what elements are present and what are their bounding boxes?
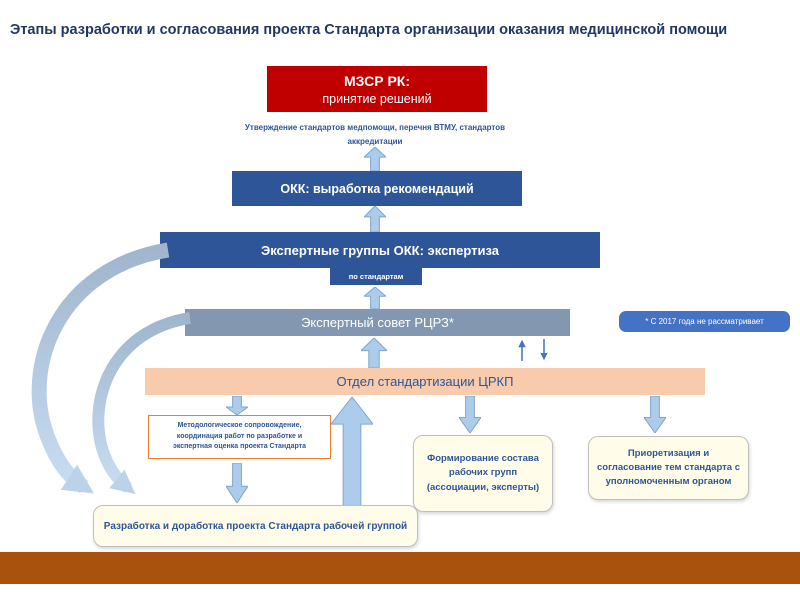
mzsr-title: МЗСР РК: xyxy=(344,72,410,89)
down-arrow-to-prioritization xyxy=(644,396,666,433)
up-arrow-groups-to-okk xyxy=(364,206,386,232)
footer-bar xyxy=(0,552,800,584)
okk-box: ОКК: выработка рекомендаций xyxy=(232,171,522,206)
mzsr-subtitle: принятие решений xyxy=(322,91,432,106)
development-box: Разработка и доработка проекта Стандарта… xyxy=(93,505,418,547)
page-title: Этапы разработки и согласования проекта … xyxy=(10,22,728,38)
method-support-box: Методологическое сопровождение, координа… xyxy=(148,415,331,459)
approval-note: Утверждение стандартов медпомощи, перечн… xyxy=(244,123,506,146)
note-2017-badge: * С 2017 года не рассматривает xyxy=(619,311,790,332)
working-groups-box: Формирование состава рабочих групп (ассо… xyxy=(413,435,553,512)
thin-sync-arrows-icon xyxy=(518,339,548,361)
expert-council-box: Экспертный совет РЦРЗ* xyxy=(185,309,570,336)
up-arrow-dept-to-council xyxy=(361,338,387,368)
down-arrow-method-to-development xyxy=(226,463,248,503)
by-standards-tag: по стандартам xyxy=(330,268,422,285)
big-up-arrow-development-to-dept xyxy=(331,397,373,510)
prioritization-box: Приоретизация и согласование тем стандар… xyxy=(588,436,749,500)
curved-feedback-arrows xyxy=(31,242,192,495)
down-arrow-to-working-groups xyxy=(459,396,481,433)
dept-standardization-box: Отдел стандартизации ЦРКП xyxy=(145,368,705,395)
expert-groups-box: Экспертные группы ОКК: экспертиза xyxy=(160,232,600,268)
up-arrow-okk-to-mzsr xyxy=(364,147,386,171)
up-arrow-council-to-groups xyxy=(364,287,386,309)
down-arrow-to-method xyxy=(226,396,248,415)
mzsr-decision-box: МЗСР РК: принятие решений xyxy=(267,66,487,112)
